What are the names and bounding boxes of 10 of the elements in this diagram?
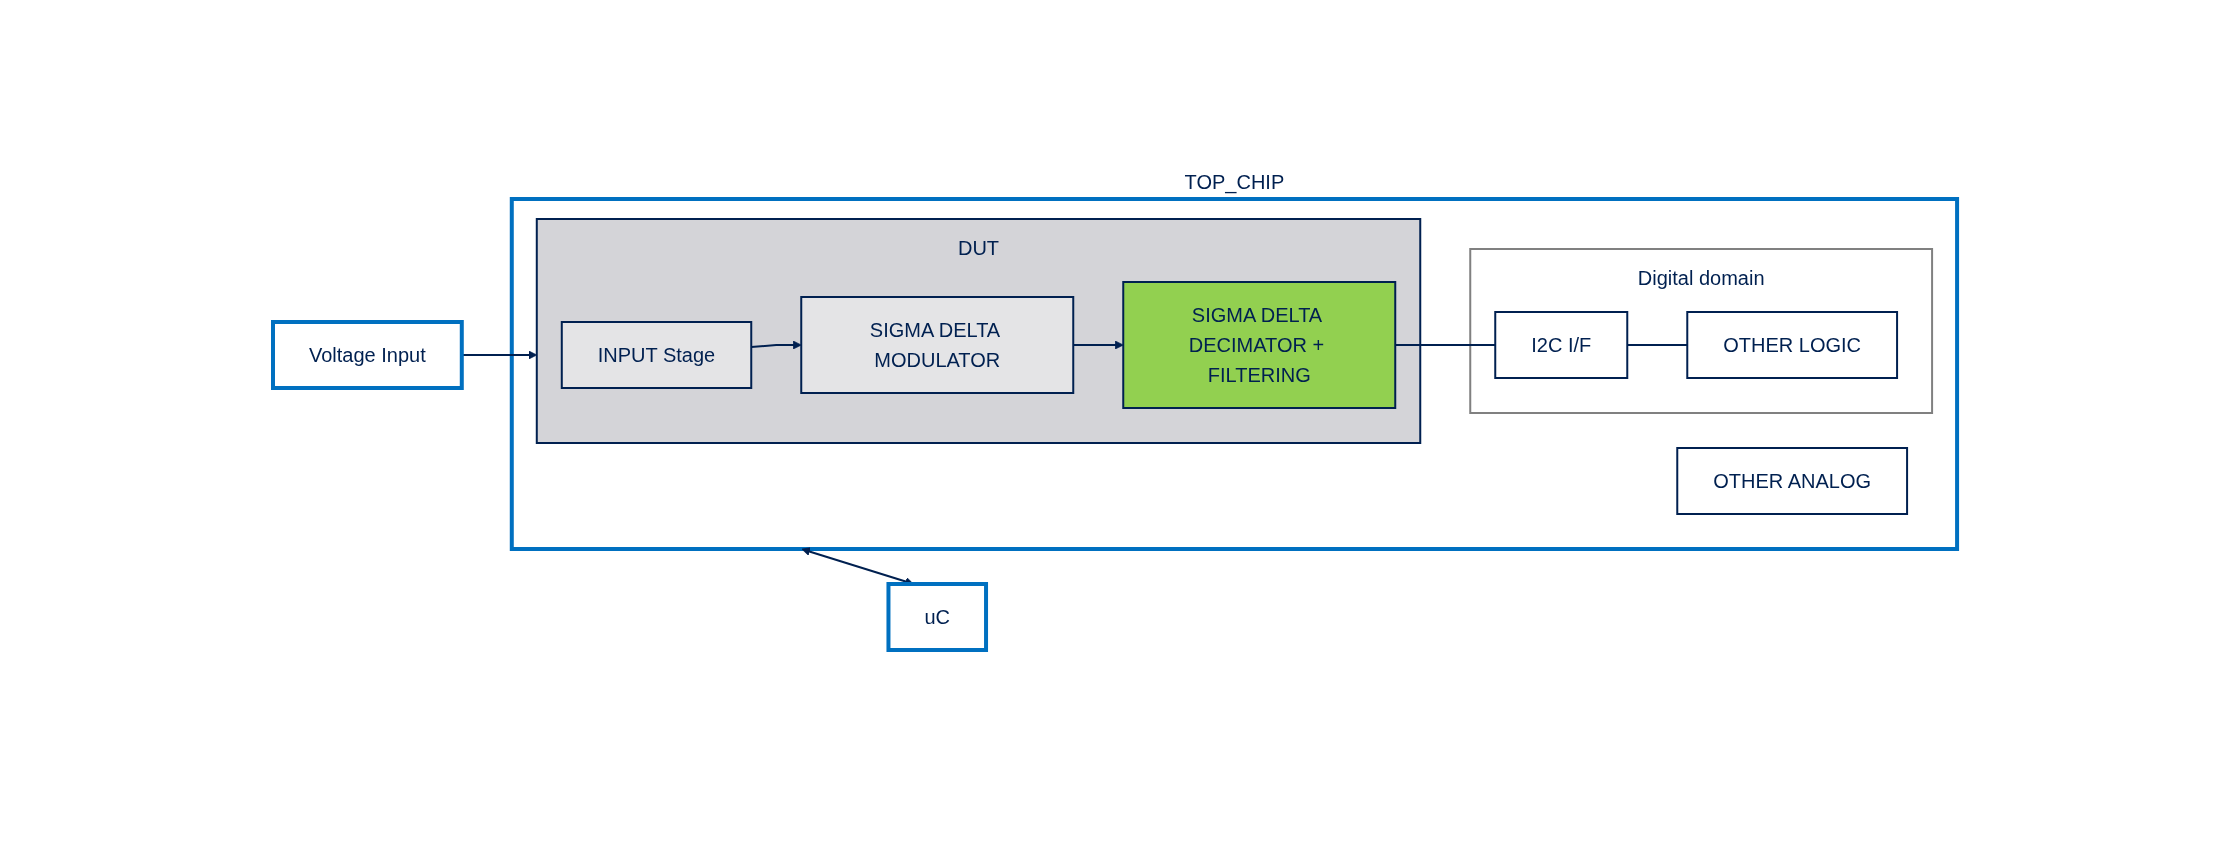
node-box: uC: [886, 581, 989, 652]
node-label: TOP_CHIP: [1185, 170, 1285, 193]
node-box: SIGMA DELTA MODULATOR: [800, 295, 1075, 394]
node-box: SIGMA DELTA DECIMATOR + FILTERING: [1122, 280, 1397, 409]
node-box: OTHER LOGIC: [1686, 310, 1899, 379]
node-box: OTHER ANALOG: [1676, 446, 1909, 515]
node-box: INPUT Stage: [561, 320, 753, 389]
node-box: Voltage Input: [271, 319, 465, 390]
cluster: [510, 196, 1960, 551]
node-box: I2C I/F: [1494, 310, 1629, 379]
